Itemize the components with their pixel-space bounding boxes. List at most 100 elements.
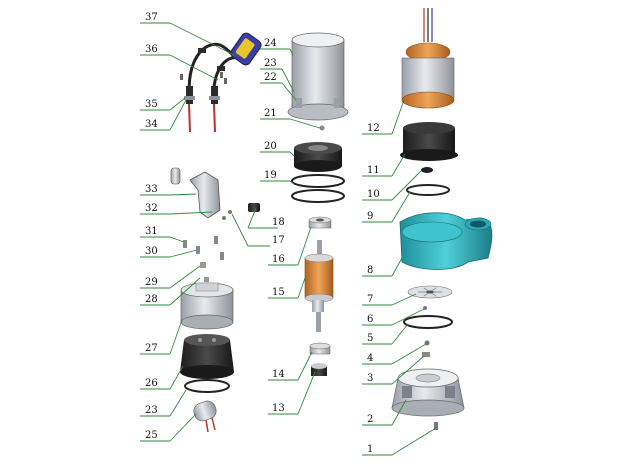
callout-number: 36 [145, 44, 158, 55]
callout-leader-line [297, 226, 312, 266]
callout-leader-line [391, 257, 403, 277]
o-ring-9-part [406, 184, 450, 196]
callout-number: 14 [272, 369, 285, 380]
callout-25: 25 [140, 413, 197, 442]
callout-number: 10 [367, 189, 380, 200]
callout-1: 1 [362, 427, 437, 456]
callout-leader-line [169, 236, 185, 243]
bearing-seat-part [294, 142, 342, 172]
callout-leader-line [289, 151, 295, 157]
callout-2: 2 [362, 399, 407, 426]
callout-32: 32 [140, 203, 213, 215]
callout-number: 21 [264, 108, 277, 119]
callout-leader-line [391, 399, 407, 426]
small-seal-ring-part [421, 167, 433, 173]
callout-number: 6 [367, 314, 373, 325]
bracket-part [170, 167, 260, 220]
callout-number: 23 [145, 405, 158, 416]
callout-number: 25 [145, 430, 158, 441]
callout-number: 9 [367, 211, 373, 222]
callout-number: 11 [367, 165, 380, 176]
callout-22: 22 [260, 72, 297, 101]
callout-30: 30 [140, 246, 198, 258]
callout-leader-line [297, 351, 313, 381]
upper-housing-part [287, 32, 349, 121]
seal-part [311, 363, 327, 376]
o-ring-5-part [403, 315, 453, 329]
callout-leader-line [169, 319, 183, 355]
impeller-part [407, 285, 453, 299]
callout-36: 36 [140, 44, 219, 81]
callout-leader-line [391, 153, 406, 177]
callout-leader-line [281, 68, 295, 93]
callout-number: 16 [272, 254, 285, 265]
callout-leader-line [247, 207, 257, 229]
o-ring-19a-part [291, 174, 345, 188]
motor-top-cap-part [180, 282, 234, 330]
callout-5: 5 [362, 323, 409, 345]
callout-leader-line [391, 293, 417, 306]
screws-group-part [183, 236, 224, 282]
callout-29: 29 [140, 265, 201, 289]
callout-10: 10 [362, 170, 422, 201]
callout-leader-line [289, 48, 294, 56]
cable-gland-part [184, 86, 220, 133]
callout-leader-line [289, 118, 321, 129]
callout-13: 13 [268, 371, 316, 415]
callout-leader-line [391, 99, 405, 135]
callout-21: 21 [260, 108, 321, 129]
callout-leader-line [169, 54, 219, 81]
callout-layer: 1234567891011121314151617181920212223242… [140, 12, 437, 456]
callout-14: 14 [268, 351, 313, 381]
callout-leader-line [391, 323, 409, 345]
callout-number: 28 [145, 294, 158, 305]
callout-leader-line [169, 99, 187, 131]
callout-number: 23 [264, 58, 277, 69]
callout-17: 17 [231, 213, 285, 247]
pump-volute-part [399, 212, 493, 270]
callout-31: 31 [140, 226, 185, 243]
callout-8: 8 [362, 257, 403, 277]
o-ring-left-part [184, 379, 230, 393]
oil-chamber-cup-part [400, 122, 458, 161]
callout-18: 18 [247, 207, 285, 229]
callout-leader-line [391, 170, 422, 201]
callout-number: 4 [367, 353, 373, 364]
callout-7: 7 [362, 293, 417, 306]
nut-4b-part [422, 352, 430, 357]
callout-leader-line [231, 213, 249, 247]
rotor-part [304, 240, 334, 332]
callout-number: 1 [367, 444, 373, 455]
callout-37: 37 [140, 12, 237, 57]
callout-number: 34 [145, 119, 158, 130]
callout-number: 31 [145, 226, 158, 237]
small-screws-part [180, 72, 227, 84]
callout-24: 24 [260, 38, 294, 56]
callout-leader-line [169, 389, 187, 417]
callout-number: 8 [367, 265, 373, 276]
callout-leader-line [297, 277, 306, 299]
callout-27: 27 [140, 319, 183, 355]
callout-number: 18 [272, 217, 285, 228]
callout-19: 19 [260, 170, 295, 185]
callout-11: 11 [362, 153, 406, 177]
callout-number: 24 [264, 38, 277, 49]
callout-number: 15 [272, 287, 285, 298]
dark-cover-part [180, 334, 234, 379]
callout-number: 3 [367, 373, 373, 384]
callout-34: 34 [140, 99, 187, 131]
callout-leader-line [391, 343, 427, 365]
callout-4: 4 [362, 343, 427, 365]
callout-leader-line [281, 82, 297, 101]
callout-leader-line [169, 265, 201, 289]
callout-number: 19 [264, 170, 277, 181]
callout-16: 16 [268, 226, 312, 266]
callout-number: 32 [145, 203, 158, 214]
capacitor-part [193, 400, 217, 433]
callout-number: 5 [367, 333, 373, 344]
callout-number: 29 [145, 277, 158, 288]
callout-23: 23 [260, 58, 295, 93]
stator-part [401, 8, 455, 109]
screw-21-part [319, 125, 325, 131]
callout-leader-line [391, 191, 411, 223]
